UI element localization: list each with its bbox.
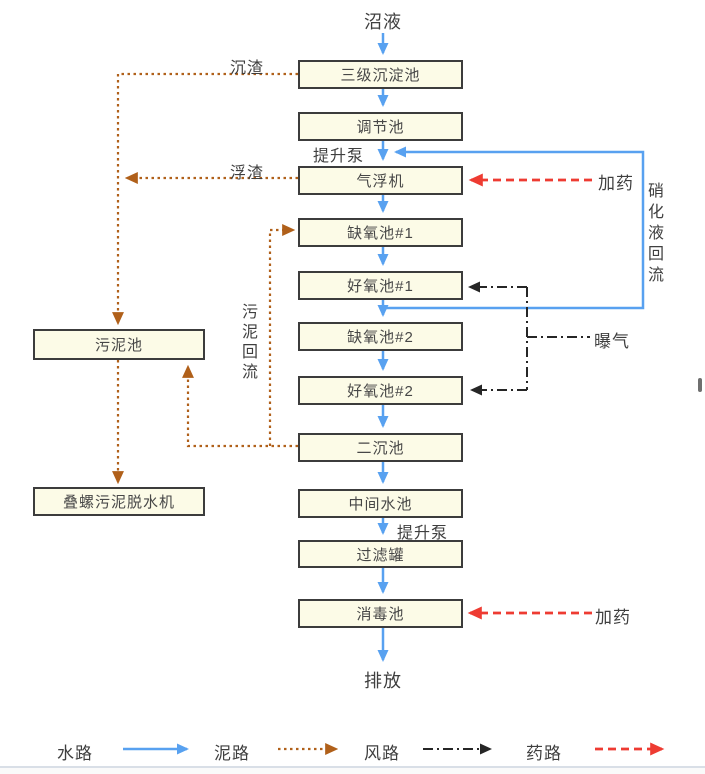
- dosing-upper-label: 加药: [598, 174, 634, 193]
- node-intermediate-tank: 中间水池: [298, 489, 463, 518]
- sludge-reflux-label: 污泥回流: [239, 303, 256, 383]
- edge-sediment-to-sludge-tank: [112, 72, 298, 326]
- node-anoxic-tank-1: 缺氧池#1: [298, 218, 463, 247]
- legend-air-label: 风路: [364, 744, 400, 763]
- lift-pump-lower-label: 提升泵: [397, 525, 449, 542]
- air-edges: [423, 281, 590, 755]
- node-secondary-sedimentation: 二沉池: [298, 433, 463, 462]
- node-filter-tank: 过滤罐: [298, 540, 463, 568]
- node-disinfection-tank: 消毒池: [298, 599, 463, 628]
- legend-sludge-label: 泥路: [214, 744, 250, 763]
- window-bottom-area: [0, 768, 705, 774]
- scum-label: 浮渣: [230, 165, 265, 182]
- node-air-flotation: 气浮机: [298, 166, 463, 195]
- legend-chemical-label: 药路: [526, 744, 562, 763]
- node-aerobic-tank-1: 好氧池#1: [298, 271, 463, 300]
- chemical-edges: [467, 173, 665, 756]
- lift-pump-upper-label: 提升泵: [313, 148, 365, 165]
- legend-water-label: 水路: [57, 744, 93, 763]
- source-label: 沼液: [364, 12, 402, 32]
- node-aerobic-tank-2: 好氧池#2: [298, 376, 463, 405]
- scrollbar-thumb[interactable]: [698, 378, 702, 392]
- sediment-label: 沉渣: [230, 60, 265, 77]
- node-dewatering-machine: 叠螺污泥脱水机: [33, 487, 205, 516]
- node-anoxic-tank-2: 缺氧池#2: [298, 322, 463, 351]
- dosing-lower-label: 加药: [595, 608, 631, 627]
- edge-sludge-reflux-to-anoxic1: [268, 224, 296, 446]
- node-regulation-tank: 调节池: [298, 112, 463, 141]
- node-tertiary-sedimentation: 三级沉淀池: [298, 60, 463, 89]
- aeration-label: 曝气: [594, 332, 630, 351]
- nitrified-reflux-label: 硝化液回流: [645, 182, 662, 287]
- discharge-label: 排放: [364, 671, 402, 691]
- window-bottom-border: [0, 766, 705, 768]
- node-sludge-tank: 污泥池: [33, 329, 205, 360]
